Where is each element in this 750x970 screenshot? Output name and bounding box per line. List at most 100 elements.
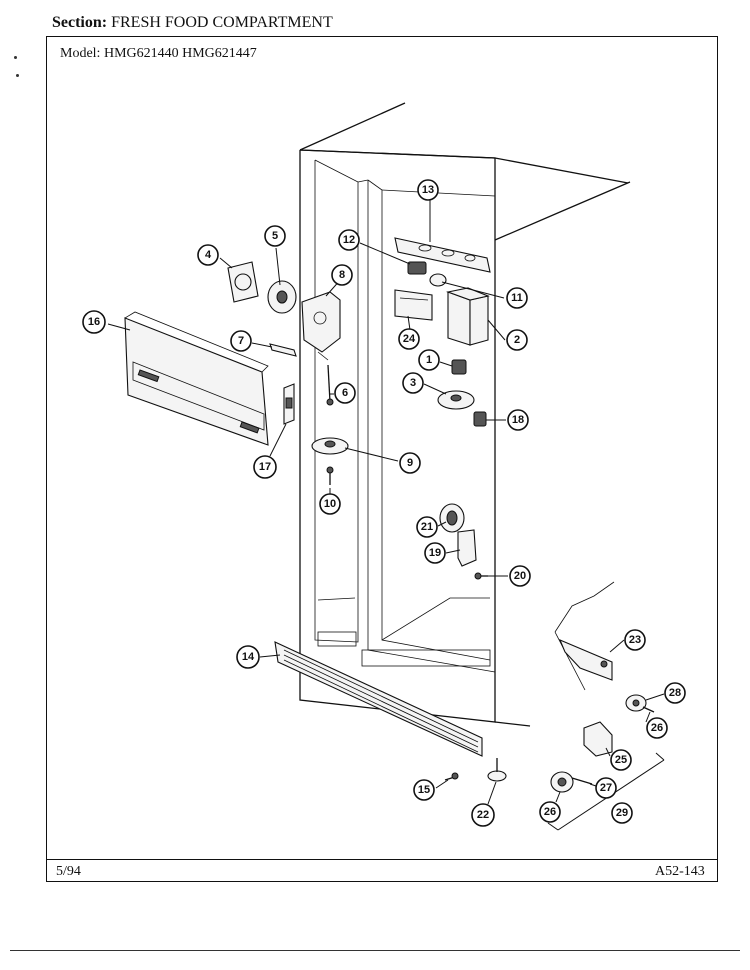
callout-21: 21 <box>416 516 438 538</box>
document-number: A52-143 <box>655 864 705 879</box>
scan-speck <box>14 56 17 59</box>
svg-text:5: 5 <box>272 230 278 242</box>
callout-12: 12 <box>338 229 360 251</box>
assembly-bracket-tick <box>655 752 665 761</box>
callout-29: 29 <box>611 802 633 824</box>
assembly-bracket-tick <box>547 822 559 831</box>
control-bracket-part <box>394 237 491 273</box>
page-bottom-rule <box>10 950 740 951</box>
callout-10: 10 <box>319 493 341 515</box>
svg-text:28: 28 <box>669 687 681 699</box>
svg-text:4: 4 <box>205 249 212 261</box>
front-roller-part <box>550 771 593 793</box>
section-label: Section: <box>52 14 108 31</box>
roller-part <box>625 694 655 713</box>
svg-text:23: 23 <box>629 634 641 646</box>
callout-1: 1 <box>418 349 440 371</box>
svg-text:22: 22 <box>477 809 489 821</box>
section-name: FRESH FOOD COMPARTMENT <box>111 14 333 31</box>
leveling-leg-part <box>487 758 507 782</box>
callout-15: 15 <box>413 779 435 801</box>
callout-26-lower: 26 <box>539 801 561 823</box>
svg-text:21: 21 <box>421 521 433 533</box>
svg-text:2: 2 <box>514 334 520 346</box>
callout-27: 27 <box>595 777 617 799</box>
model-numbers: HMG621440 HMG621447 <box>103 46 257 61</box>
water-bracket-part <box>439 503 465 533</box>
dispenser-panel-part <box>124 311 269 446</box>
callout-5: 5 <box>264 225 286 247</box>
svg-text:29: 29 <box>616 807 628 819</box>
control-knob-part <box>437 390 475 410</box>
rear-bracket-part <box>583 721 613 757</box>
roller-bracket-part <box>554 581 615 691</box>
callout-13: 13 <box>417 179 439 201</box>
leader-lines <box>107 198 665 805</box>
dispenser-housing-part <box>301 291 341 361</box>
damper-motor-part <box>267 280 297 314</box>
callout-2: 2 <box>506 329 528 351</box>
svg-text:27: 27 <box>600 782 612 794</box>
diagram-frame <box>46 36 718 882</box>
damper-bracket-part <box>227 261 259 303</box>
callout-11: 11 <box>506 287 528 309</box>
svg-text:8: 8 <box>339 269 345 281</box>
callout-6: 6 <box>334 382 356 404</box>
model-heading: Model: HMG621440 HMG621447 <box>60 46 257 62</box>
svg-text:14: 14 <box>242 651 255 663</box>
svg-text:3: 3 <box>410 377 416 389</box>
cabinet-outline <box>299 102 631 727</box>
svg-text:19: 19 <box>429 547 441 559</box>
svg-text:12: 12 <box>343 234 355 246</box>
callout-3: 3 <box>402 372 424 394</box>
model-label: Model: <box>60 46 101 61</box>
cam-part <box>311 437 349 455</box>
defrost-timer-part <box>394 289 433 321</box>
svg-text:11: 11 <box>511 292 523 304</box>
clip-part <box>473 411 487 427</box>
callout-4: 4 <box>197 244 219 266</box>
callout-24: 24 <box>398 328 420 350</box>
callout-9: 9 <box>399 452 421 474</box>
screw-part <box>326 466 334 485</box>
callout-7: 7 <box>230 330 252 352</box>
callout-19: 19 <box>424 542 446 564</box>
svg-text:1: 1 <box>426 354 432 366</box>
scan-speck <box>16 74 19 77</box>
svg-text:10: 10 <box>324 498 336 510</box>
callout-26-upper: 26 <box>646 717 668 739</box>
callout-25: 25 <box>610 749 632 771</box>
svg-text:15: 15 <box>418 784 430 796</box>
svg-text:9: 9 <box>407 457 413 469</box>
grille-screw-part <box>444 772 459 781</box>
svg-text:18: 18 <box>512 414 524 426</box>
svg-text:26: 26 <box>651 722 663 734</box>
mullion <box>357 179 369 183</box>
callout-28: 28 <box>664 682 686 704</box>
mount-screw-part <box>474 572 488 580</box>
callout-14: 14 <box>236 645 260 669</box>
lamp-socket-part <box>407 261 447 287</box>
lever-part <box>269 343 297 357</box>
toe-grille-part <box>274 641 483 757</box>
callout-8: 8 <box>331 264 353 286</box>
footer-rule <box>46 859 718 860</box>
callout-17: 17 <box>253 455 277 479</box>
svg-text:24: 24 <box>403 333 416 345</box>
callout-18: 18 <box>507 409 529 431</box>
switch-bracket-part <box>283 383 295 425</box>
svg-text:20: 20 <box>514 570 526 582</box>
callout-20: 20 <box>509 565 531 587</box>
control-cover-part <box>445 287 490 346</box>
svg-text:13: 13 <box>422 184 434 196</box>
switch-part <box>451 359 467 375</box>
svg-text:26: 26 <box>544 806 556 818</box>
actuator-rod-part <box>326 364 334 406</box>
svg-text:17: 17 <box>259 461 271 473</box>
revision-date: 5/94 <box>56 864 81 879</box>
section-heading: Section: FRESH FOOD COMPARTMENT <box>52 14 333 32</box>
mount-bracket-part <box>457 529 477 567</box>
svg-text:25: 25 <box>615 754 627 766</box>
callout-23: 23 <box>624 629 646 651</box>
